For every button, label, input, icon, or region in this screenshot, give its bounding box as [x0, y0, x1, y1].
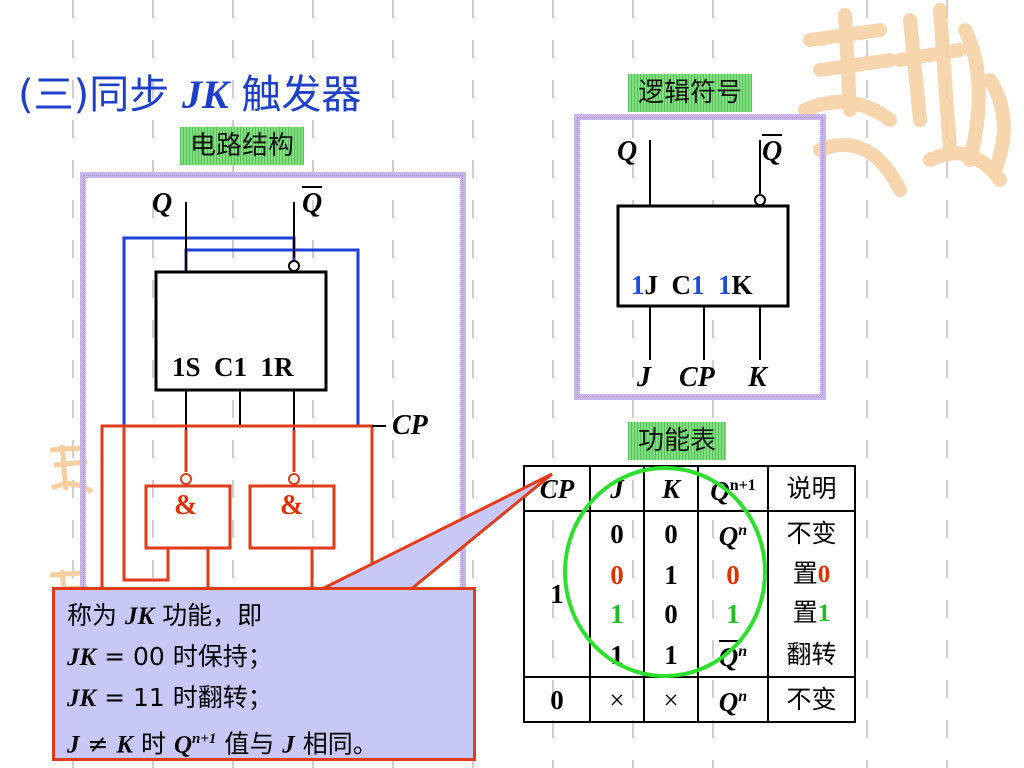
background-rule — [152, 0, 154, 768]
header-qn1: Qn+1 — [697, 465, 769, 512]
decorative-seal-watermark — [49, 444, 94, 495]
cell-desc: 翻转 — [767, 633, 856, 678]
logic-symbol-label: 逻辑符号 — [628, 74, 753, 112]
cell-k: × — [643, 676, 699, 723]
jk-function-callout: 称为 JK 功能，即 JK = 00 时保持； JK = 11 时翻转； J ≠… — [52, 587, 476, 761]
background-rule — [712, 0, 714, 768]
cell-j: 0 — [589, 510, 645, 555]
callout-line-2: JK = 00 时保持； — [67, 642, 273, 671]
and-gate-1 — [144, 484, 232, 550]
symbol-qbar-label: Q — [762, 134, 783, 167]
jk-flipflop-circuit-diagram — [100, 202, 386, 610]
q-output-label: Q — [152, 188, 173, 219]
cell-j: × — [589, 676, 645, 723]
cell-k: 1 — [643, 555, 699, 594]
cp-input-label: CP — [392, 410, 428, 441]
table-row: 0 × × Qn 不变 — [523, 676, 856, 723]
symbol-input-j: J — [637, 362, 651, 393]
callout-line-4: J ≠ K 时 Qn+1 值与 J 相同。 — [67, 729, 378, 759]
gate-output-bubble — [288, 473, 300, 485]
cell-k: 0 — [643, 594, 699, 633]
cell-desc: 置0 — [767, 555, 856, 594]
background-rule — [472, 0, 474, 768]
and-gate-2 — [248, 484, 336, 550]
cell-desc: 不变 — [767, 510, 856, 555]
callout-line-1: 称为 JK 功能，即 — [67, 601, 263, 630]
cell-q: 0 — [697, 555, 769, 594]
symbol-pin-labels: 1J C1 1K — [631, 270, 753, 300]
cell-k: 0 — [643, 510, 699, 555]
table-row: 0 1 0 置0 — [524, 555, 856, 594]
symbol-input-cp: CP — [679, 362, 715, 393]
jk-logic-symbol — [616, 140, 790, 360]
header-k: K — [643, 465, 699, 512]
cell-j: 1 — [589, 594, 645, 633]
background-rule — [632, 0, 634, 768]
inversion-bubble — [754, 194, 766, 206]
cell-cp: 0 — [523, 676, 591, 723]
background-rule — [552, 0, 554, 768]
table-row: 1 0 0 Qn 不变 — [523, 510, 856, 678]
background-rule — [946, 0, 948, 768]
table-row: 1 0 1 置1 — [524, 594, 856, 633]
function-table-label: 功能表 — [628, 422, 727, 460]
cell-q: Qn — [697, 676, 769, 723]
callout-line-3: JK = 11 时翻转； — [67, 683, 273, 712]
qbar-output-label: Q — [302, 186, 323, 219]
decorative-seal-watermark — [798, 3, 1011, 197]
cell-j: 0 — [589, 555, 645, 594]
callout-pointer — [319, 472, 553, 592]
cell-desc: 不变 — [767, 676, 856, 723]
cp-group-cell: 1 — [523, 510, 591, 678]
and-gate-2-symbol: & — [280, 490, 304, 521]
symbol-q-label: Q — [617, 136, 638, 167]
header-desc: 说明 — [767, 465, 856, 512]
latch-pin-labels: 1S C1 1R — [172, 352, 294, 382]
logic-symbol-frame — [574, 114, 826, 400]
cell-q: Qn — [697, 633, 769, 678]
gate-output-bubble — [180, 473, 192, 485]
background-rule — [72, 0, 74, 768]
background-rule — [866, 0, 868, 768]
circuit-structure-label: 电路结构 — [180, 127, 305, 165]
cell-k: 1 — [643, 633, 699, 678]
table-row: 1 1 Qn 翻转 — [524, 633, 856, 678]
inversion-bubble — [288, 260, 300, 272]
cell-desc: 置1 — [767, 594, 856, 633]
background-rule — [392, 0, 394, 768]
symbol-input-k: K — [748, 362, 767, 393]
highlight-circle — [563, 466, 767, 678]
page-title: (三)同步 JK 触发器 — [18, 72, 362, 118]
function-table: CP J K Qn+1 说明 1 0 0 Qn 不变 0 1 0 置0 1 0 … — [523, 465, 856, 723]
gating-block — [100, 424, 374, 610]
and-gate-1-symbol: & — [174, 490, 198, 521]
